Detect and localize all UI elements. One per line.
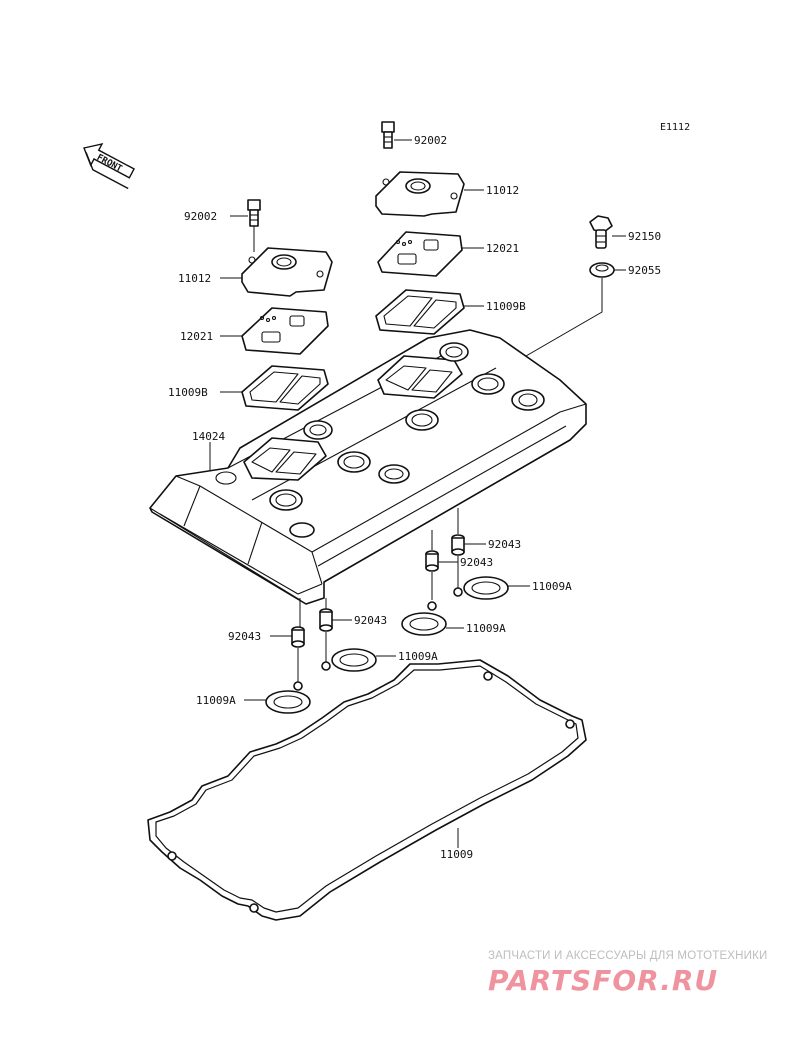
dowel-2-icon (425, 550, 439, 572)
oring-2-icon (401, 601, 447, 636)
svg-text:PARTSFOR.RU: PARTSFOR.RU (488, 964, 718, 997)
plate-left-icon (241, 307, 329, 355)
label-dowel-3: 92043 (354, 614, 387, 627)
bolt-right-icon (381, 121, 395, 149)
label-cover: 14024 (192, 430, 225, 443)
gasket-small-left-icon (241, 365, 329, 411)
dowel-4-icon (291, 626, 305, 648)
label-cap-right: 11012 (486, 184, 519, 197)
label-oring-4: 11009A (196, 694, 236, 707)
oring-1-icon (453, 576, 509, 600)
label-oring-2: 11009A (466, 622, 506, 635)
watermark-logo: PARTSFOR.RU (488, 964, 718, 997)
label-dowel-4: 92043 (228, 630, 261, 643)
main-gasket-icon (147, 659, 587, 921)
bolt-left-icon (247, 199, 261, 227)
oring-3-icon (321, 648, 377, 672)
diagram-id: E1112 (660, 122, 690, 133)
label-cap-left: 11012 (178, 272, 211, 285)
label-oring-3: 11009A (398, 650, 438, 663)
front-arrow-icon: FRONT (83, 142, 135, 190)
label-bolt-92150: 92150 (628, 230, 661, 243)
plate-right-icon (377, 231, 463, 277)
label-dowel-2: 92043 (460, 556, 493, 569)
label-oring-1: 11009A (532, 580, 572, 593)
label-gasket-small-left: 11009B (168, 386, 208, 399)
label-plate-left: 12021 (180, 330, 213, 343)
dowel-1-icon (451, 534, 465, 556)
dowel-3-icon (319, 608, 333, 632)
label-plate-right: 12021 (486, 242, 519, 255)
valve-cover-icon (149, 329, 587, 605)
bolt-92150-icon (589, 215, 613, 249)
washer-icon (589, 262, 615, 278)
cap-right-icon (375, 171, 465, 217)
cap-left-icon (241, 247, 333, 297)
label-bolt-right: 92002 (414, 134, 447, 147)
label-gasket-small-right: 11009B (486, 300, 526, 313)
label-bolt-left: 92002 (184, 210, 217, 223)
gasket-small-right-icon (375, 289, 465, 335)
watermark-tagline: ЗАПЧАСТИ И АКСЕССУАРЫ ДЛЯ МОТОТЕХНИКИ (488, 950, 768, 962)
label-washer: 92055 (628, 264, 661, 277)
label-gasket-main: 11009 (440, 848, 473, 861)
label-dowel-1: 92043 (488, 538, 521, 551)
oring-4-icon (265, 681, 311, 714)
